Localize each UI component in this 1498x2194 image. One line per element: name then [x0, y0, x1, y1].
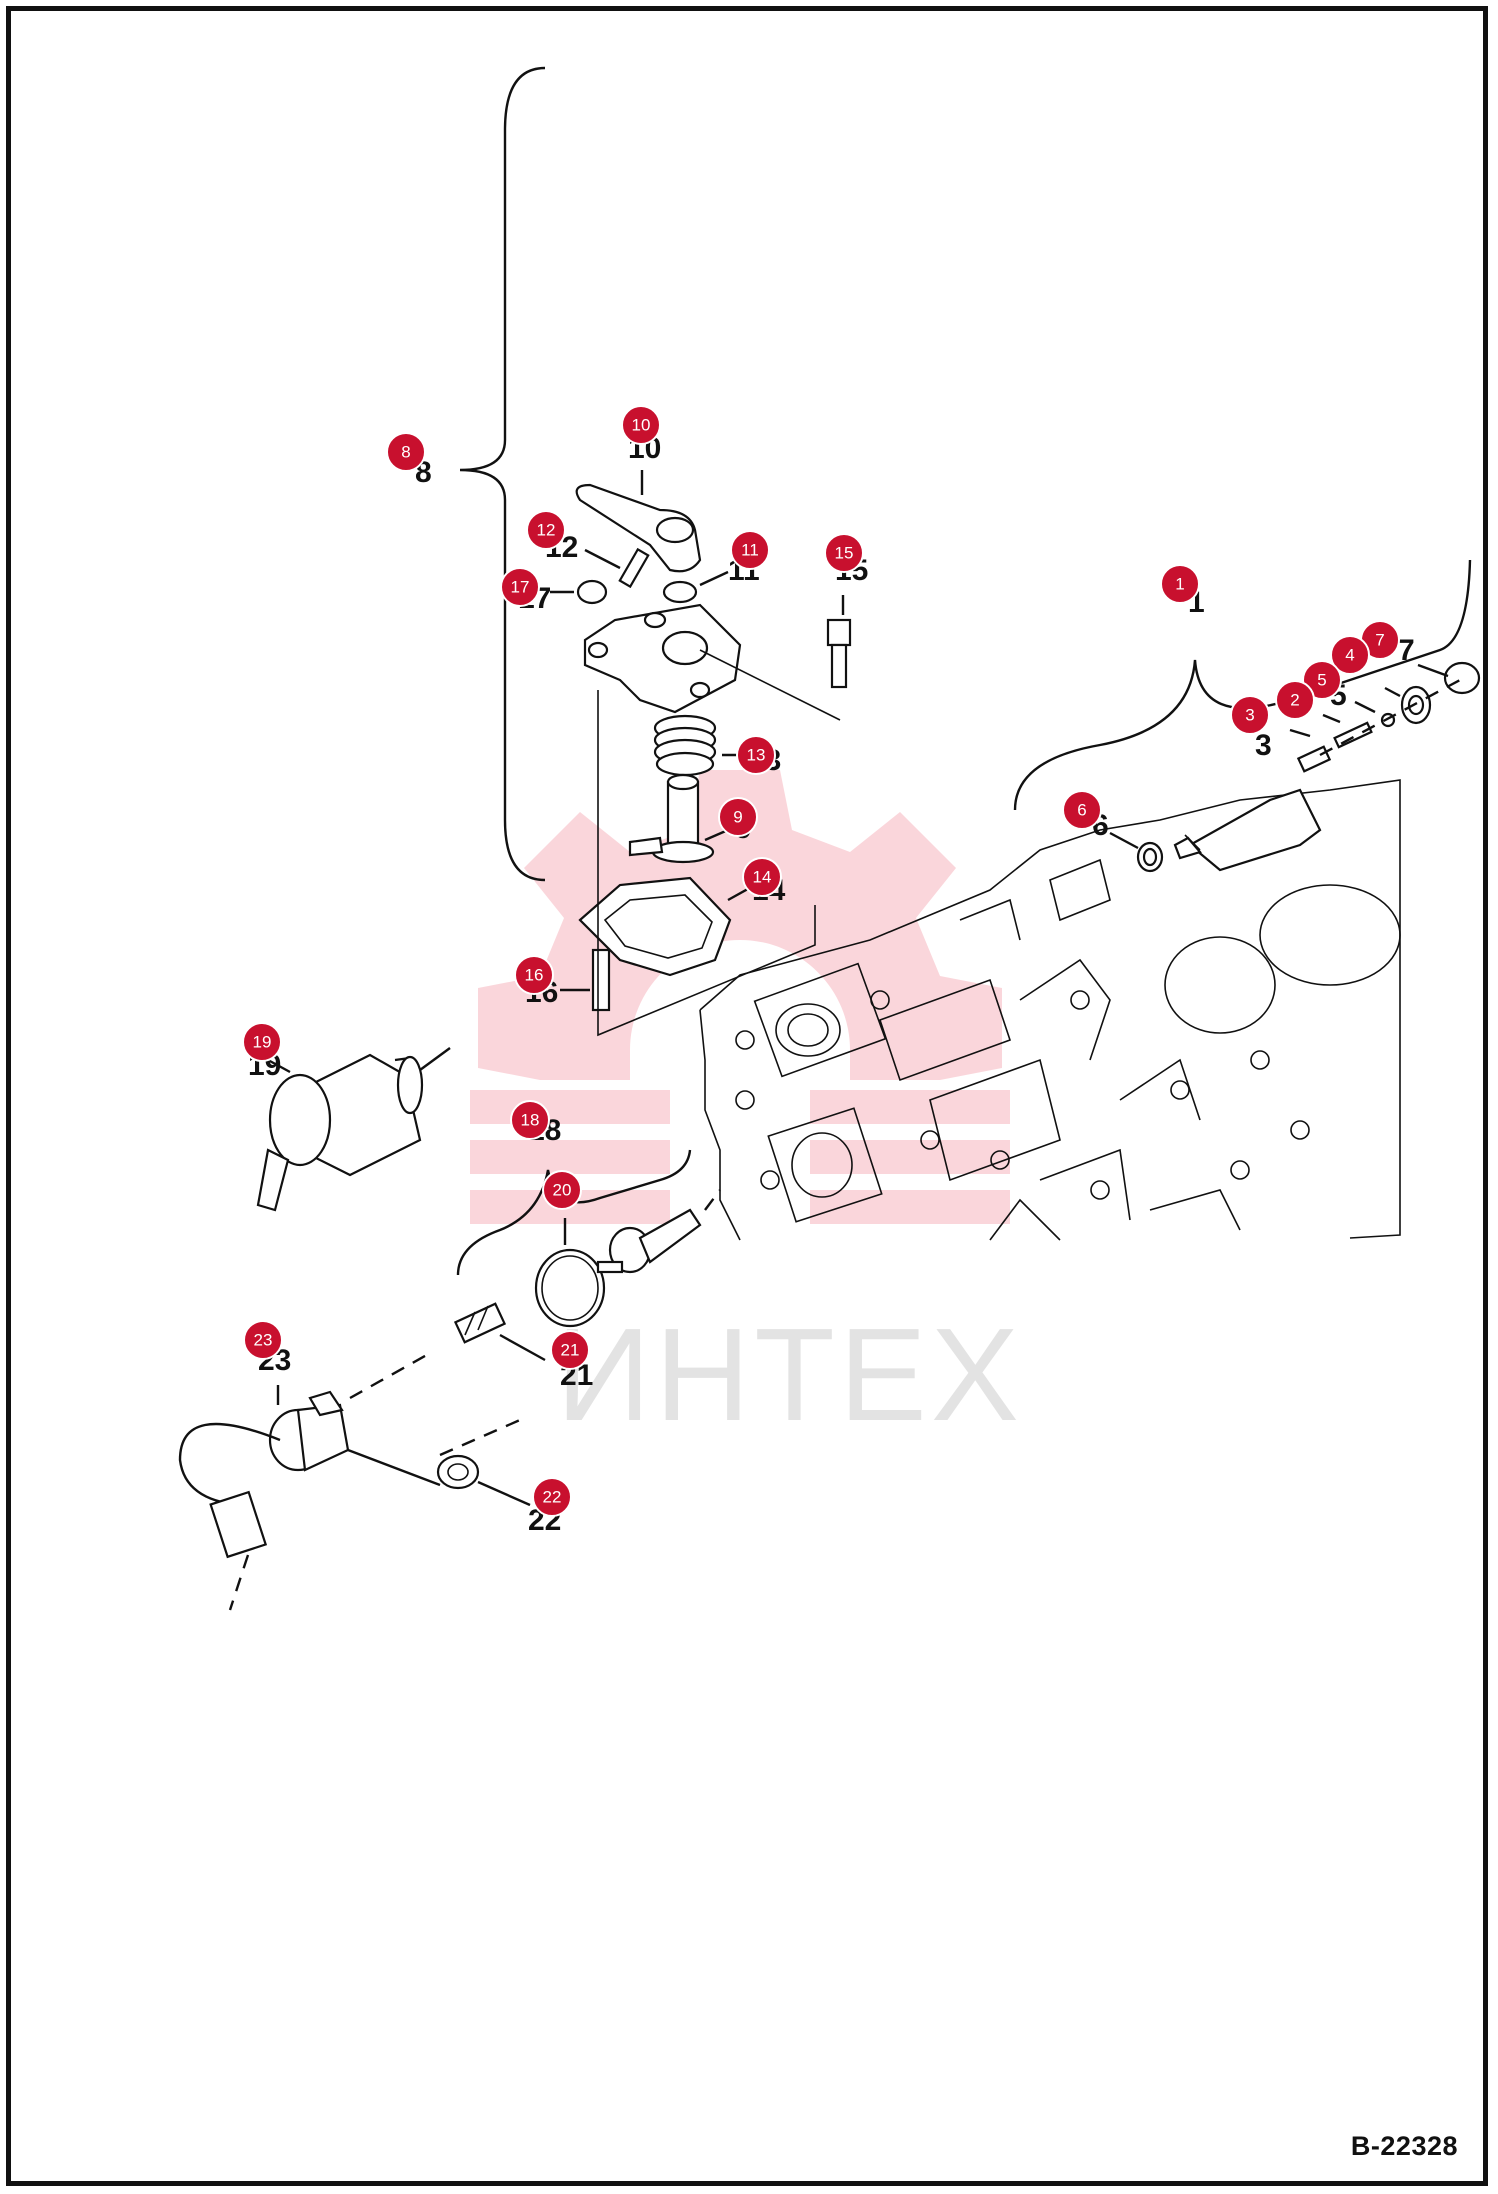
ref-number-7: 7 — [1398, 634, 1415, 667]
callout-badge-2[interactable]: 2 — [1275, 680, 1315, 720]
brace-group-18 — [456, 1149, 692, 1276]
nut-4-part — [1400, 685, 1432, 725]
svg-text:17: 17 — [511, 578, 530, 597]
svg-text:18: 18 — [521, 1111, 540, 1130]
leader-9 — [704, 828, 729, 842]
leader-12 — [584, 548, 621, 570]
callout-badge-9[interactable]: 9 — [718, 797, 758, 837]
fitting-22-part — [436, 1454, 480, 1490]
axis-line-plunger — [704, 1189, 721, 1211]
callout-badge-11[interactable]: 11 — [730, 530, 770, 570]
callout-badge-13[interactable]: 13 — [736, 735, 776, 775]
callout-badge-22[interactable]: 22 — [532, 1477, 572, 1517]
valve-plunger-part — [596, 1208, 702, 1274]
bolt-part — [826, 618, 852, 689]
brace-group-8 — [459, 66, 546, 882]
nut-part — [576, 579, 608, 605]
callout-badge-17[interactable]: 17 — [500, 567, 540, 607]
spring-1-part — [1296, 745, 1332, 773]
leader-22 — [477, 1480, 531, 1507]
svg-text:9: 9 — [733, 808, 742, 827]
callout-badge-23[interactable]: 23 — [243, 1320, 283, 1360]
stop-solenoid-part — [256, 1047, 451, 1212]
cap-7-part — [1443, 661, 1481, 695]
callout-badge-1[interactable]: 1 — [1160, 564, 1200, 604]
svg-text:2: 2 — [1290, 691, 1299, 710]
svg-text:15: 15 — [835, 544, 854, 563]
svg-text:13: 13 — [747, 746, 766, 765]
leader-5 — [1354, 700, 1376, 714]
svg-text:21: 21 — [561, 1341, 580, 1360]
svg-text:8: 8 — [401, 443, 410, 462]
engine-block-housing — [699, 779, 1401, 1241]
document-number: B-22328 — [1350, 2131, 1458, 2161]
callout-badge-12[interactable]: 12 — [526, 510, 566, 550]
svg-text:22: 22 — [543, 1488, 562, 1507]
leader-21 — [499, 1333, 546, 1362]
svg-text:5: 5 — [1317, 671, 1326, 690]
callout-badge-16[interactable]: 16 — [514, 955, 554, 995]
axis-line-solenoid — [349, 1350, 433, 1400]
callout-badge-10[interactable]: 10 — [621, 405, 661, 445]
brace-group-1 — [1013, 559, 1472, 811]
callout-badge-3[interactable]: 3 — [1230, 695, 1270, 735]
callout-badge-21[interactable]: 21 — [550, 1330, 590, 1370]
watermark-text: ИНТЕХ — [556, 1301, 1023, 1448]
callout-badge-18[interactable]: 18 — [510, 1100, 550, 1140]
axis-line-group-1 — [1319, 678, 1461, 757]
callout-badge-19[interactable]: 19 — [242, 1022, 282, 1062]
o-ring-6-part — [1136, 841, 1164, 873]
pin-2-part — [1333, 721, 1373, 749]
leader-4 — [1384, 686, 1401, 698]
leader-6 — [1109, 831, 1139, 850]
svg-text:6: 6 — [1077, 801, 1086, 820]
svg-text:14: 14 — [753, 868, 772, 887]
callout-badge-15[interactable]: 15 — [824, 533, 864, 573]
callout-badge-20[interactable]: 20 — [542, 1170, 582, 1210]
leader-2 — [1322, 713, 1341, 724]
axis-line-fitting — [439, 1418, 521, 1457]
callout-badge-4[interactable]: 4 — [1330, 635, 1370, 675]
svg-text:23: 23 — [254, 1331, 273, 1350]
leader-3 — [1289, 728, 1311, 738]
axis-line-bolt — [699, 649, 841, 721]
svg-text:16: 16 — [525, 966, 544, 985]
shaft-lever-part — [628, 773, 715, 864]
plug-housing-part — [1173, 788, 1322, 872]
wire-continuation-line — [228, 1554, 250, 1611]
callout-badge-5[interactable]: 5 — [1302, 660, 1342, 700]
assembly-guide-cover — [597, 690, 816, 1037]
spring-pin-part — [618, 547, 650, 589]
svg-text:10: 10 — [632, 416, 651, 435]
svg-text:1: 1 — [1175, 575, 1184, 594]
leader-7 — [1417, 663, 1449, 678]
ref-number-3: 3 — [1255, 729, 1272, 762]
callout-badge-6[interactable]: 6 — [1062, 790, 1102, 830]
svg-text:4: 4 — [1345, 646, 1354, 665]
svg-text:3: 3 — [1245, 706, 1254, 725]
governor-cover-part — [583, 603, 742, 714]
leader-11 — [699, 570, 729, 587]
washer-part — [662, 580, 698, 604]
gasket-part — [578, 876, 732, 977]
leader-19 — [267, 1058, 291, 1074]
stud-part — [591, 948, 611, 1012]
spring-part — [653, 714, 717, 777]
svg-text:7: 7 — [1375, 631, 1384, 650]
spring-21-part — [453, 1302, 507, 1344]
drawing-frame — [6, 6, 1488, 2186]
governor-lever-part — [575, 483, 702, 573]
assembly-guide-fitting — [347, 1448, 441, 1487]
o-ring-20-part — [534, 1248, 606, 1328]
solenoid-valve-23-part — [178, 1390, 350, 1559]
svg-text:20: 20 — [553, 1181, 572, 1200]
callout-badge-8[interactable]: 8 — [386, 432, 426, 472]
callout-badge-14[interactable]: 14 — [742, 857, 782, 897]
svg-text:12: 12 — [537, 521, 556, 540]
svg-text:19: 19 — [253, 1033, 272, 1052]
svg-text:11: 11 — [741, 541, 759, 560]
